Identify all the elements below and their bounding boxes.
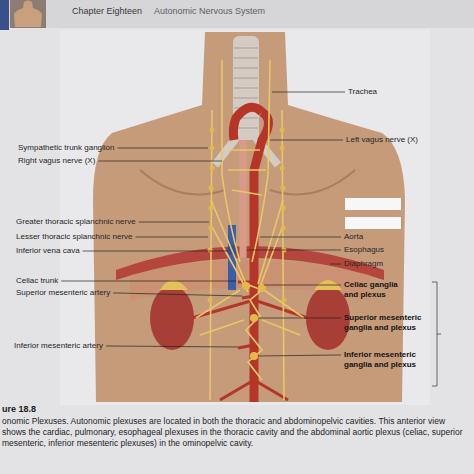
part-label: Trachea xyxy=(348,87,377,97)
chest-shading xyxy=(140,170,355,195)
leader-line xyxy=(264,285,341,286)
thumbnail xyxy=(10,0,46,28)
leader-line xyxy=(139,222,209,223)
part-label: Superior mesenteric artery xyxy=(16,288,110,298)
leader-line xyxy=(272,92,345,93)
part-label: Inferior mesenteric ganglia and plexus xyxy=(344,350,430,370)
ganglia xyxy=(208,128,287,361)
kidney xyxy=(150,286,194,350)
part-label: Inferior vena cava xyxy=(16,246,80,256)
leader-line xyxy=(136,237,208,238)
leader-line xyxy=(270,140,343,141)
adrenal-gland xyxy=(160,280,188,290)
leader-line xyxy=(61,281,236,282)
nerves xyxy=(196,60,304,400)
leader-line xyxy=(98,161,222,162)
leader-line xyxy=(113,293,242,296)
part-label: Inferior mesenteric artery xyxy=(14,341,103,351)
part-label: Aorta xyxy=(344,232,363,242)
header-text: Chapter Eighteen xyxy=(72,6,142,16)
part-label: Celiac ganglia and plexus xyxy=(344,280,412,300)
thumbnail-figure xyxy=(14,1,42,28)
part-label: Greater thoracic splanchnic nerve xyxy=(16,217,136,227)
part-label: Left vagus nerve (X) xyxy=(346,135,418,145)
part-label: Right vagus nerve (X) xyxy=(18,156,95,166)
figure-caption: onomic Plexuses. Autonomic plexuses are … xyxy=(2,416,470,449)
part-label: Sympathetic trunk ganglion xyxy=(18,143,115,153)
leader-line xyxy=(118,148,209,149)
leader-line xyxy=(106,346,238,347)
part-label: Superior mesenteric ganglia and plexus xyxy=(344,313,430,333)
leader-line xyxy=(330,264,341,265)
leader-line xyxy=(83,251,228,252)
leader-line xyxy=(247,250,341,251)
kidney xyxy=(306,286,350,350)
bracket xyxy=(432,282,441,386)
header-band xyxy=(0,0,474,28)
leader-line xyxy=(258,355,341,356)
blank-label xyxy=(345,217,401,229)
leader-line xyxy=(260,237,341,238)
leader-line xyxy=(258,318,341,319)
blank-label xyxy=(345,198,401,210)
adrenal-gland xyxy=(314,280,342,290)
figure-number: ure 18.8 xyxy=(2,404,36,414)
part-label: Esophagus xyxy=(344,245,384,255)
header-text: Autonomic Nervous System xyxy=(154,6,265,16)
part-label: Diaphragm xyxy=(344,259,383,269)
torso xyxy=(93,32,405,402)
esophagus xyxy=(240,140,247,258)
chapter-tab xyxy=(0,0,9,30)
part-label: Celiac trunk xyxy=(16,276,58,286)
part-label: Lesser thoracic splanchnic nerve xyxy=(16,232,133,242)
